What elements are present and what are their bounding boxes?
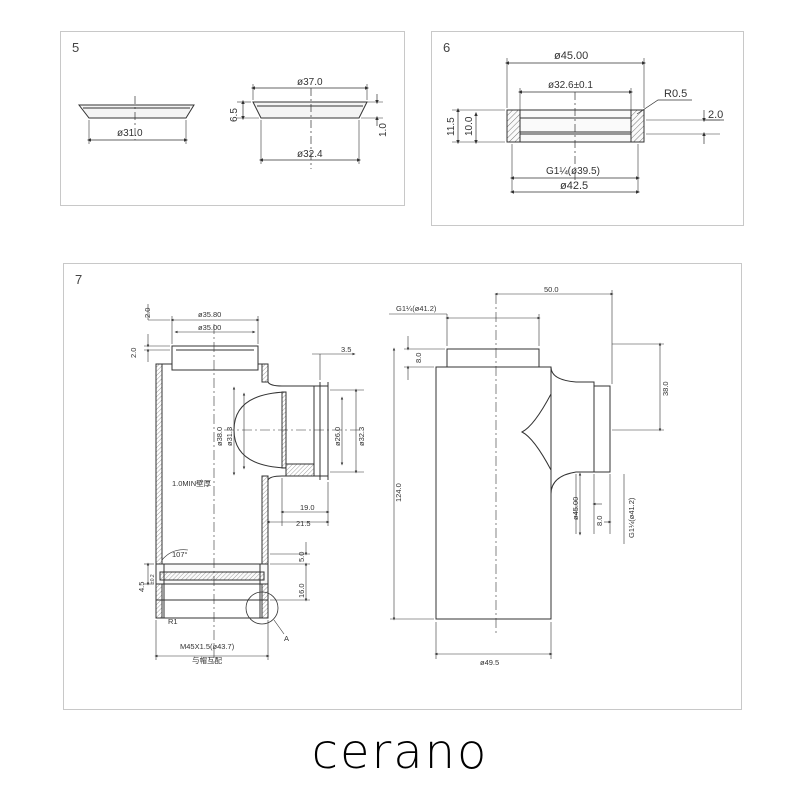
tee-side-view	[435, 294, 611, 634]
drawing-panel-7: 7	[63, 263, 742, 710]
dim-lower-left: 4.5	[137, 582, 146, 592]
dim-branch-height: 38.0	[661, 381, 670, 396]
dim-branch-thread: ø32.3	[357, 427, 366, 446]
dim-branch-centre: 50.0	[544, 285, 559, 294]
dim-outer-diameter: ø45.00	[554, 50, 588, 62]
tee-section-view	[155, 324, 364, 664]
dim-bottom-diameter: ø42.5	[560, 180, 588, 192]
cap-nut-drawing: ø45.00 ø32.6±0.1 R0.5 2.0 11.5 10.0 G1¼(…	[446, 50, 724, 194]
tee-fitting-drawings: ø35.80 ø35.00 2.0 2.0 3.5 ø38.0 ø31.3 ø2…	[129, 285, 670, 667]
thread-note: 与帽互配	[192, 655, 222, 665]
dim-inner-diameter: ø32.6±0.1	[548, 80, 593, 91]
dim-right-thickness: 2.0	[708, 109, 723, 121]
drawing-panel-5: 5	[60, 31, 405, 206]
wall-thickness-note: 1.0MIN壁厚	[172, 478, 212, 488]
detail-label: A	[284, 634, 289, 643]
dim-radius: R0.5	[664, 88, 687, 100]
dim-right-bottom: ø32.4	[297, 149, 323, 160]
dim-right-top: ø37.0	[297, 77, 323, 88]
brand-logo: cerano	[311, 724, 489, 780]
dim-branch-length-b: 21.5	[296, 519, 311, 528]
panel-number: 7	[75, 272, 83, 287]
dim-total-height: 11.5	[446, 117, 457, 136]
dim-angle: 107°	[172, 550, 188, 559]
dim-branch-inner: ø31.3	[225, 427, 234, 446]
dim-body-height: 10.0	[464, 116, 475, 136]
panel-number: 5	[72, 40, 80, 55]
panel-number: 6	[443, 40, 451, 55]
dim-left-bottom: ø31.0	[117, 128, 143, 139]
drawing-panel-6: 6	[431, 31, 744, 226]
dim-branch-length-a: 19.0	[300, 503, 315, 512]
cap-nut-section	[506, 92, 645, 182]
dim-branch-thread-length: 8.0	[595, 516, 604, 526]
dim-lower-left-tol: ±0.2	[150, 574, 156, 584]
dim-collar-inner: ø35.00	[198, 323, 221, 332]
dim-side-thread: G1¼(ø41.2)	[627, 497, 636, 538]
dim-right-height: 6.5	[229, 108, 240, 122]
dim-top-left-a: 2.0	[143, 308, 152, 318]
dim-branch-outer: ø38.0	[215, 427, 224, 446]
tapered-washer-right	[237, 84, 383, 169]
tapered-washer-left	[77, 96, 195, 144]
dim-branch-diameter: ø45.00	[571, 497, 580, 520]
dim-right-thickness: 1.0	[378, 123, 389, 137]
dim-top-left-b: 2.0	[129, 348, 138, 358]
dim-thread: G1¼(ø39.5)	[546, 165, 600, 177]
dim-lower-a: 5.0	[297, 552, 306, 562]
dim-total-height: 124.0	[394, 483, 403, 502]
dim-nut-thread: M45X1.5(ø43.7)	[180, 642, 235, 651]
dim-top-thread: G1¼(ø41.2)	[396, 304, 437, 313]
dim-radius: R1	[168, 617, 178, 626]
dim-branch-bore: ø26.0	[333, 427, 342, 446]
dim-top-collar: 8.0	[414, 353, 423, 363]
washer-drawings: ø31.0 ø37.0 6.5 ø32.4 1.0	[77, 77, 389, 169]
dim-lower-b: 16.0	[297, 583, 306, 598]
dim-branch-offset: 3.5	[341, 345, 351, 354]
dim-body-diameter: ø49.5	[480, 658, 499, 667]
dim-collar-outer: ø35.80	[198, 310, 221, 319]
